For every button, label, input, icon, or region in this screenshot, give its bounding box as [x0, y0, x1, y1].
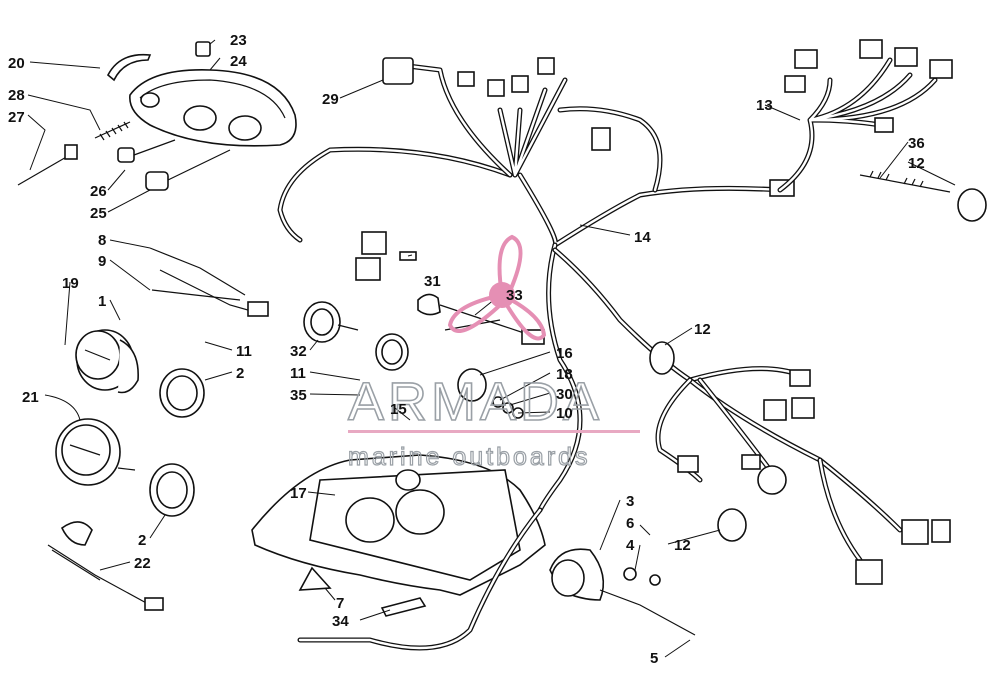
callout-24: 24	[230, 53, 247, 70]
callout-31: 31	[424, 273, 441, 290]
callout-8: 8	[98, 232, 106, 249]
callout-32: 32	[290, 343, 307, 360]
callout-17: 17	[290, 485, 307, 502]
watermark-brand: ARMADA	[348, 372, 603, 432]
pigtail-22	[47, 521, 164, 611]
gauge-21	[55, 418, 136, 486]
leader-lines	[27, 39, 956, 658]
gauge-32	[303, 301, 359, 343]
callout-34: 34	[332, 613, 349, 630]
harness-connectors	[355, 57, 951, 585]
callout-25: 25	[90, 205, 107, 222]
callout-30: 30	[556, 386, 573, 403]
callout-27: 27	[8, 109, 25, 126]
headlight-trim	[106, 53, 152, 82]
callout-29: 29	[322, 91, 339, 108]
bezel-ring-upper	[159, 368, 205, 418]
callout-15: 15	[390, 401, 407, 418]
mount-clip	[195, 41, 211, 57]
armada-watermark: ARMADA marine outboards	[347, 234, 640, 472]
headlight-assembly	[106, 41, 297, 147]
dash-console	[251, 454, 546, 617]
callout-11-left: 11	[236, 343, 252, 360]
callout-18: 18	[556, 366, 573, 383]
watermark-tagline: marine outboards	[348, 443, 591, 471]
gauge-3	[549, 548, 696, 636]
springs-36	[859, 170, 951, 193]
bezel-ring-middle	[375, 333, 409, 371]
callout-12-low: 12	[674, 537, 691, 554]
round-connector	[757, 465, 787, 495]
callout-labels: 20 23 24 28 27 26 25 8 9 19 1 11 2 21 2 …	[8, 32, 925, 667]
callout-11-mid: 11	[290, 365, 306, 382]
callout-10: 10	[556, 405, 573, 422]
callout-1: 1	[98, 293, 106, 310]
callout-33: 33	[506, 287, 523, 304]
indicator-lamp	[380, 597, 427, 617]
callout-23: 23	[230, 32, 247, 49]
callout-3: 3	[626, 493, 634, 510]
adjuster-screw-spring	[17, 121, 131, 186]
regulator-29	[382, 57, 414, 85]
callout-12-mid: 12	[694, 321, 711, 338]
callout-19: 19	[62, 275, 79, 292]
callout-12-top: 12	[908, 155, 925, 172]
callout-9: 9	[98, 253, 106, 270]
bulb-socket	[117, 139, 231, 191]
callout-35: 35	[290, 387, 307, 404]
callout-2-upper: 2	[236, 365, 244, 382]
gauge-1	[75, 329, 139, 394]
propeller-logo-icon	[447, 234, 547, 341]
callout-16: 16	[556, 345, 573, 362]
callout-36: 36	[908, 135, 925, 152]
harness-13	[777, 39, 953, 193]
pigtail-8-9	[149, 247, 269, 317]
warning-decal	[298, 566, 332, 591]
cap-16	[457, 368, 487, 402]
callout-26: 26	[90, 183, 107, 200]
clamps-12	[649, 188, 987, 542]
callout-6: 6	[626, 515, 634, 532]
callout-21: 21	[22, 389, 39, 406]
washer-nut-stack	[492, 396, 524, 419]
bezel-ring-lower	[149, 463, 195, 517]
callout-13: 13	[756, 97, 773, 114]
callout-5: 5	[650, 650, 658, 667]
callout-22: 22	[134, 555, 151, 572]
callout-14: 14	[634, 229, 651, 246]
callout-7: 7	[336, 595, 344, 612]
callout-2-lower: 2	[138, 532, 146, 549]
callout-20: 20	[8, 55, 25, 72]
callout-4: 4	[626, 537, 635, 554]
callout-28: 28	[8, 87, 25, 104]
